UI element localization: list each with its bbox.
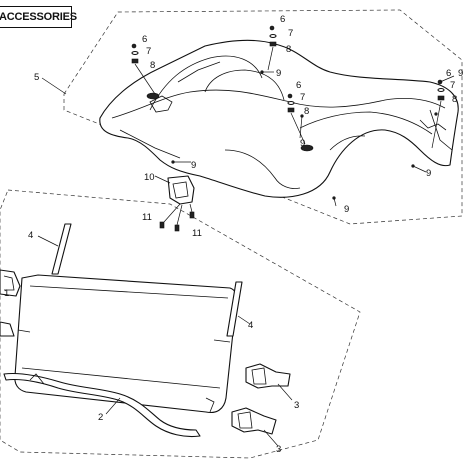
panel	[14, 274, 238, 414]
callout-9c: 9	[300, 138, 305, 149]
callout-2: 2	[98, 412, 103, 423]
callout-6b: 6	[280, 14, 285, 25]
callout-8a: 8	[150, 60, 155, 71]
callout-labels: 1 2 3 3 4 4 5 6 7 8 6 7 8 6 7 8 6 7 8 9 …	[4, 14, 463, 455]
callout-11b: 11	[192, 228, 202, 239]
leader-lines	[37, 71, 455, 447]
fender-cover	[99, 39, 459, 198]
rail	[3, 372, 201, 438]
callout-9a: 9	[276, 68, 281, 79]
callout-8c: 8	[304, 106, 309, 117]
fastener-stack-d	[431, 79, 445, 149]
callout-6a: 6	[142, 34, 147, 45]
callout-9e: 9	[426, 168, 431, 179]
handle-right-upper	[245, 363, 291, 389]
bracket	[154, 175, 195, 205]
callout-7d: 7	[450, 80, 455, 91]
handle-left-upper	[0, 269, 21, 297]
callout-9b: 9	[191, 160, 196, 171]
diagram-title: ACCESSORIES	[0, 11, 77, 23]
callout-4a: 4	[28, 230, 33, 241]
handle-left-lower	[0, 321, 15, 337]
handle-right-lower	[231, 407, 277, 435]
callout-3a: 3	[294, 400, 299, 411]
callout-5: 5	[34, 72, 39, 83]
callout-6c: 6	[296, 80, 301, 91]
callout-4b: 4	[248, 320, 253, 331]
callout-8d: 8	[452, 94, 457, 105]
fastener-stack-b	[267, 25, 277, 71]
callout-10: 10	[144, 172, 155, 183]
fastener-stack-c	[287, 93, 306, 145]
support-rods	[51, 223, 243, 337]
callout-11a: 11	[142, 212, 152, 223]
callout-9d: 9	[344, 204, 349, 215]
callout-6d: 6	[446, 68, 451, 79]
callout-1: 1	[4, 288, 9, 299]
callout-3b: 3	[276, 444, 281, 455]
fastener-stack-a	[131, 43, 156, 95]
callout-7a: 7	[146, 46, 151, 57]
bolts-11	[159, 203, 195, 232]
callout-9f: 9	[458, 68, 463, 79]
callout-7c: 7	[300, 92, 305, 103]
title-box: ACCESSORIES	[0, 6, 77, 28]
callout-8b: 8	[286, 44, 291, 55]
callout-7b: 7	[288, 28, 293, 39]
